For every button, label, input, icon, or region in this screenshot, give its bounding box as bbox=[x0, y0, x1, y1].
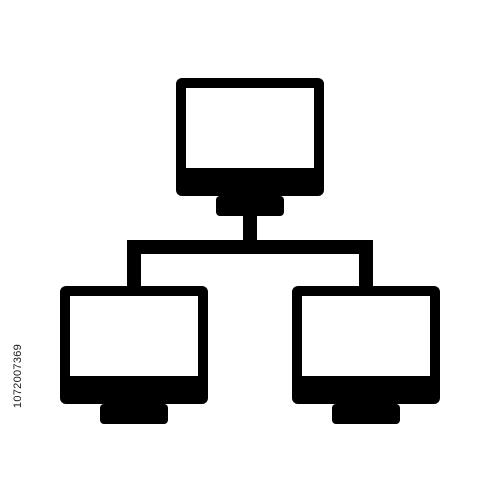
top-monitor-icon bbox=[176, 78, 324, 216]
stock-id-label: 1072007369 bbox=[12, 343, 24, 409]
right-monitor-icon bbox=[292, 286, 440, 424]
network-connector-lines bbox=[127, 214, 373, 288]
left-monitor-icon bbox=[60, 286, 208, 424]
